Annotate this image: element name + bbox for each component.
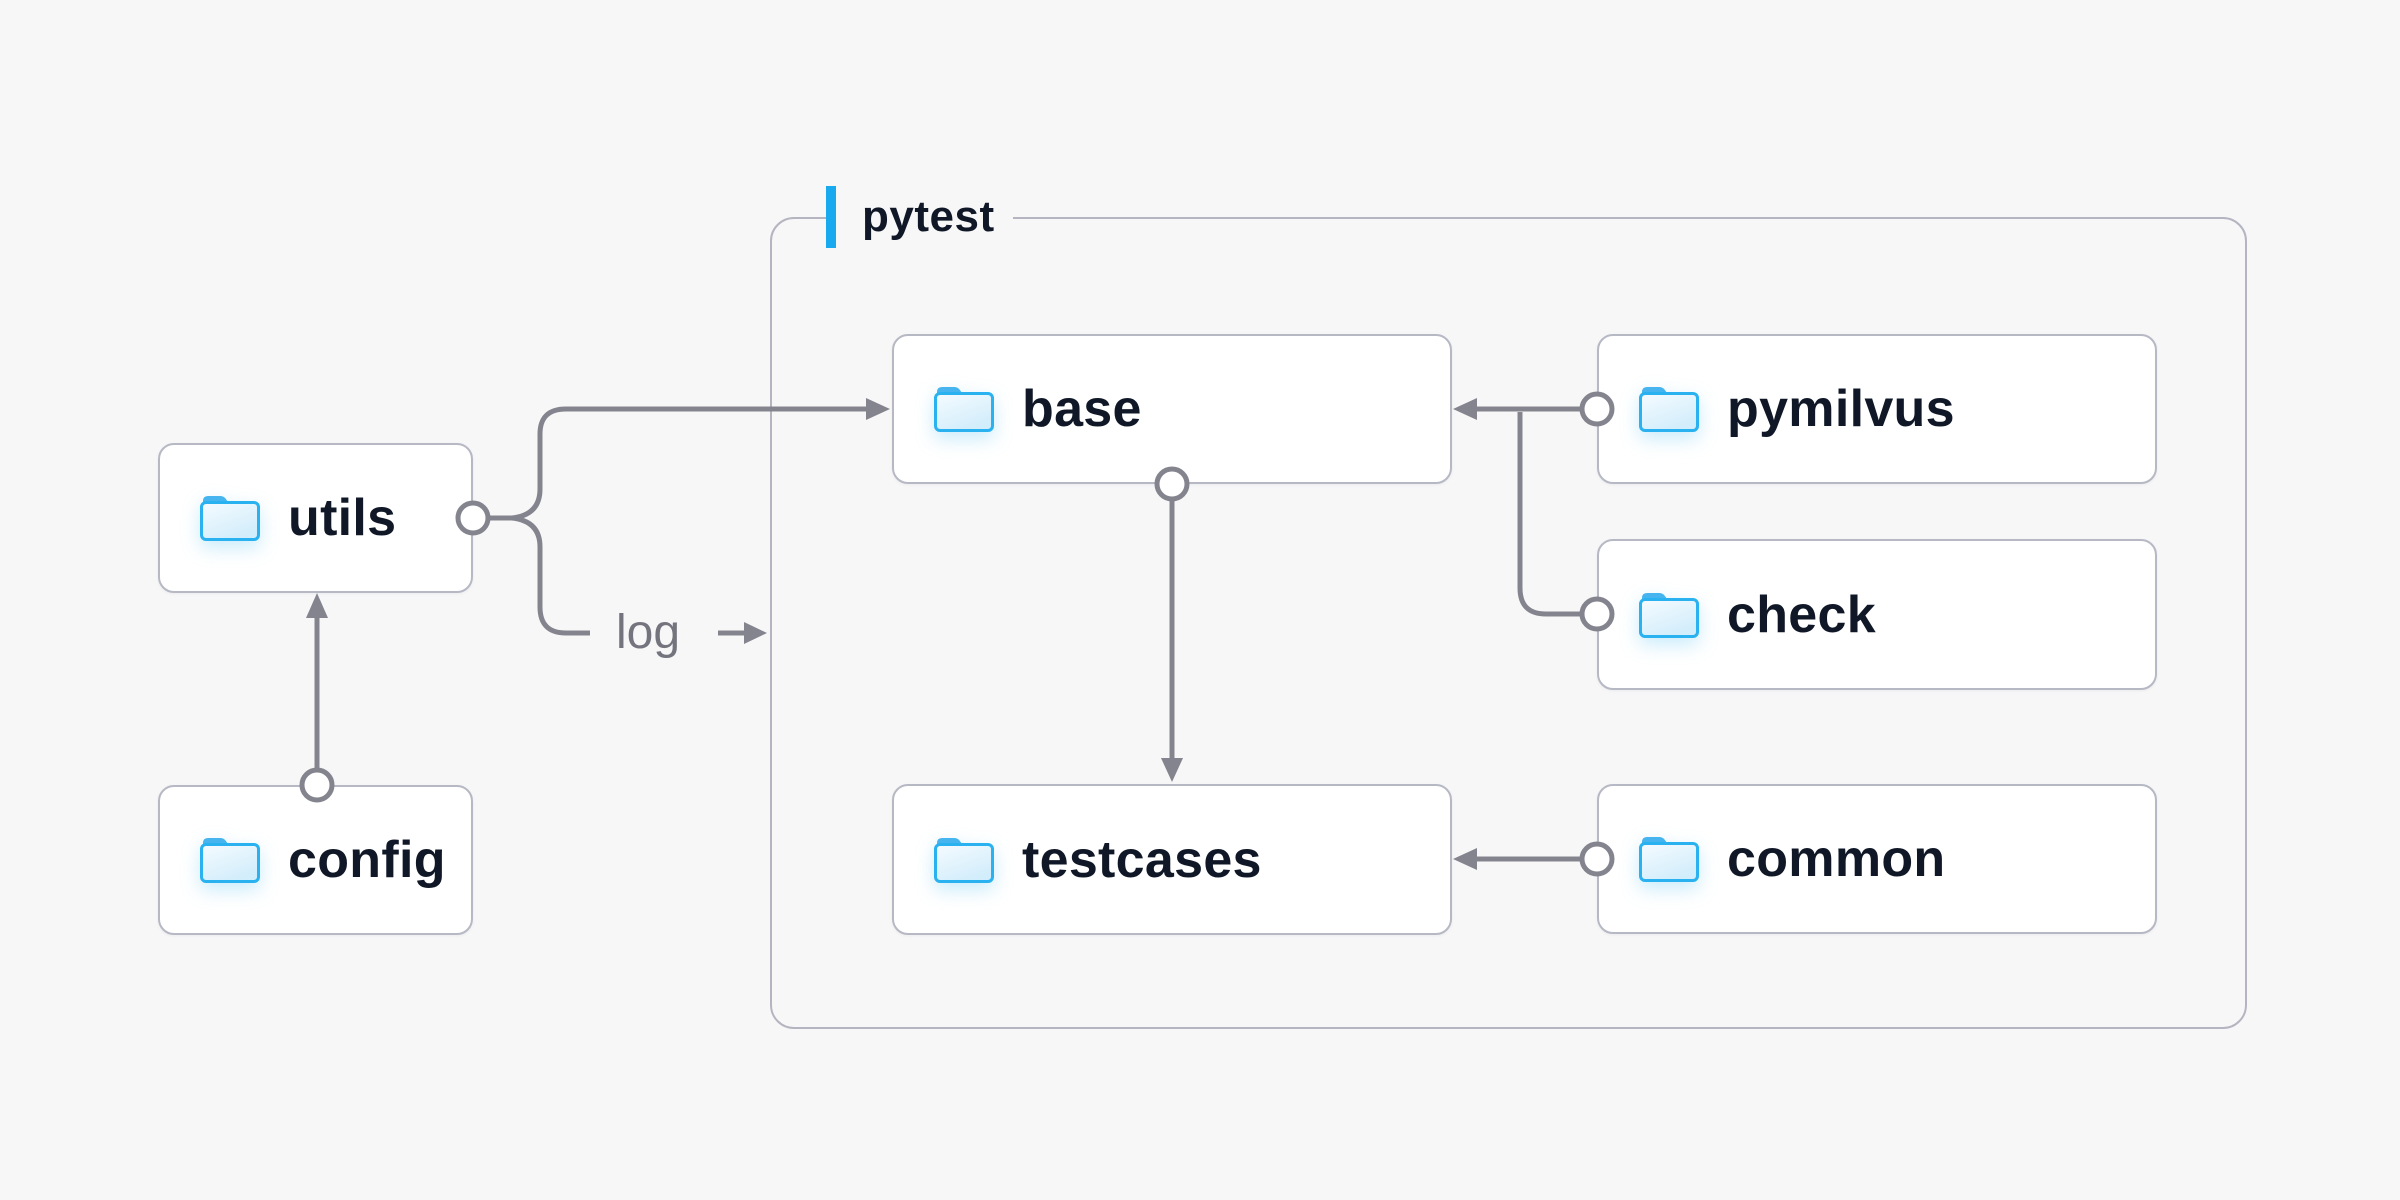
- folder-icon: [1639, 837, 1699, 882]
- node-common: common: [1597, 784, 2157, 934]
- node-label: base: [1022, 380, 1142, 438]
- edge-utils-log: [511, 515, 590, 636]
- node-label: config: [288, 831, 446, 889]
- pytest-container-header: pytest: [826, 186, 1013, 248]
- folder-icon: [200, 838, 260, 883]
- node-config: config: [158, 785, 473, 935]
- arrowhead-up-utils: [306, 593, 328, 618]
- node-label: check: [1727, 585, 1876, 644]
- folder-icon: [934, 837, 994, 883]
- node-testcases: testcases: [892, 784, 1452, 935]
- folder-icon: [200, 496, 260, 541]
- node-utils: utils: [158, 443, 473, 593]
- node-pymilvus: pymilvus: [1597, 334, 2157, 484]
- node-check: check: [1597, 539, 2157, 690]
- folder-icon: [934, 387, 994, 432]
- node-label: common: [1727, 830, 1946, 888]
- node-base: base: [892, 334, 1452, 484]
- pytest-container-label: pytest: [862, 192, 995, 241]
- accent-bar: [826, 186, 836, 248]
- folder-icon: [1639, 387, 1699, 432]
- node-label: pymilvus: [1727, 380, 1955, 438]
- pytest-container: [770, 217, 2247, 1029]
- node-label: utils: [288, 489, 397, 547]
- node-label: testcases: [1022, 830, 1262, 889]
- edge-label-log: log: [615, 606, 681, 659]
- folder-icon: [1639, 592, 1699, 638]
- arrowhead-log: [744, 622, 767, 644]
